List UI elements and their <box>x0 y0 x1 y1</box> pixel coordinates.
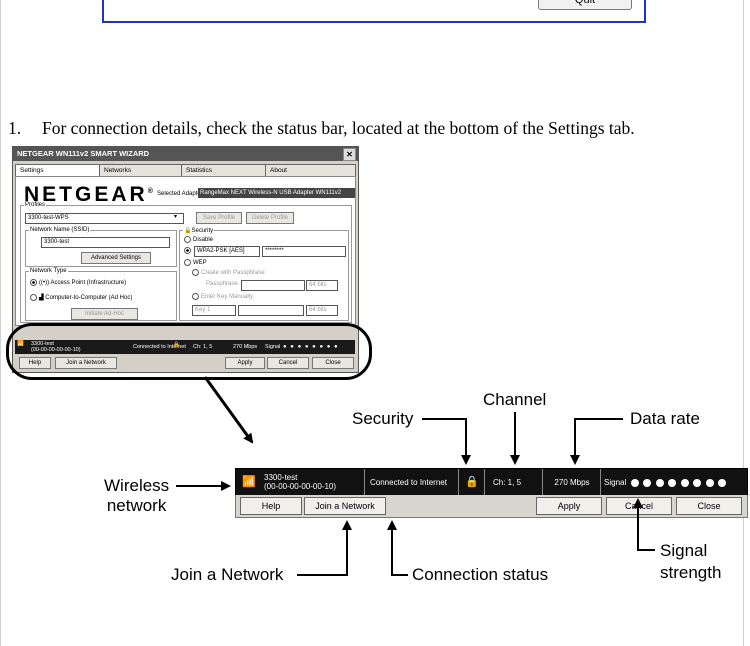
security-arrow <box>422 418 471 465</box>
zoom-arrow <box>203 376 254 444</box>
wep-passphrase-field[interactable] <box>241 280 305 291</box>
channel-small: Ch: 1, 5 <box>193 344 213 350</box>
signal-dot <box>668 478 677 487</box>
initiate-adhoc-button[interactable]: Initiate Ad-Hoc <box>71 308 138 320</box>
network-name-small: 3300-test(00-00-00-00-00-10) <box>31 341 81 353</box>
close-button[interactable]: Close <box>676 497 742 515</box>
page-border-left <box>0 0 1 646</box>
previous-dialog-fragment <box>102 0 646 23</box>
key-bits-select[interactable]: 64 bits <box>306 305 338 316</box>
step-number: 1. <box>8 118 22 138</box>
settings-panel: NETGEAR® Selected Adapter RangeMax NEXT … <box>15 176 356 326</box>
security-label: 🔒Security <box>183 227 215 234</box>
security-wpa-option[interactable] <box>184 247 193 254</box>
wep-bits-select[interactable]: 64 bits <box>306 280 338 291</box>
profiles-group <box>20 205 352 323</box>
join-network-button-small[interactable]: Join a Network <box>55 357 117 369</box>
highlight-oval <box>6 323 372 380</box>
create-passphrase-option[interactable]: Create with Passphrase <box>192 269 265 276</box>
window-titlebar: NETGEAR WN111v2 SMART WIZARD ✕ <box>13 147 358 161</box>
data-rate: 270 Mbps <box>542 469 601 496</box>
selected-adapter-value: RangeMax NEXT Wireless-N USB Adapter WN1… <box>198 188 355 198</box>
passphrase-field[interactable]: ******** <box>262 246 346 257</box>
key-select[interactable]: Key 1 <box>192 305 236 316</box>
security-disable-option[interactable]: Disable <box>184 236 213 243</box>
callout-channel: Channel <box>483 390 547 409</box>
cancel-button-small[interactable]: Cancel <box>267 357 309 369</box>
passphrase-label: Passphrase <box>206 281 238 287</box>
enter-key-manually-option[interactable]: Enter Key Manually <box>192 293 253 300</box>
signal-dot <box>630 478 639 487</box>
chevron-down-icon[interactable]: ▾ <box>174 214 178 220</box>
ssid-group <box>25 230 177 267</box>
signal-dot <box>693 478 702 487</box>
connection-status: Connected to Internet <box>364 469 470 496</box>
signal-dot <box>643 478 652 487</box>
callout-connection-status: Connection status <box>412 565 549 584</box>
instruction-step: 1. For connection details, check the stat… <box>8 118 635 139</box>
wireless-icon: ((•)) <box>39 280 50 287</box>
network-type-label: Network Type <box>29 268 68 274</box>
signal-dot <box>705 478 714 487</box>
signal-dot <box>655 478 664 487</box>
access-point-option[interactable]: ((•)) Access Point (Infrastructure) <box>30 279 126 286</box>
signal-arrow <box>633 498 655 551</box>
callout-data-rate: Data rate <box>630 409 700 428</box>
join-network-button[interactable]: Join a Network <box>304 497 386 515</box>
join-network-arrow <box>297 520 352 576</box>
delete-profile-button[interactable]: Delete Profile <box>246 212 294 224</box>
signal-dots <box>626 478 727 487</box>
close-button-small[interactable]: Close <box>312 357 354 369</box>
close-icon[interactable]: ✕ <box>343 148 356 161</box>
status-bar-enlarged: 📶 3300-test(00-00-00-00-00-10) Connected… <box>235 468 748 497</box>
ssid-label: Network Name (SSID) <box>29 227 91 233</box>
tab-about[interactable]: About <box>265 164 356 176</box>
lock-icon: 🔒 <box>458 469 485 496</box>
help-button[interactable]: Help <box>240 497 302 515</box>
callout-security: Security <box>352 409 414 428</box>
window-title: NETGEAR WN111v2 SMART WIZARD <box>17 149 150 158</box>
netgear-logo: NETGEAR® <box>24 183 156 206</box>
callout-join-a-network: Join a Network <box>171 565 284 584</box>
signal-label-small: Signal <box>265 344 281 350</box>
profiles-label: Profiles <box>24 202 47 208</box>
ssid-select[interactable]: 3300-test <box>41 237 170 248</box>
smart-wizard-window: NETGEAR WN111v2 SMART WIZARD ✕ Settings … <box>12 146 359 373</box>
security-wep-option[interactable]: WEP <box>184 259 207 266</box>
signal-strength: Signal <box>600 469 750 496</box>
network-type-group <box>25 271 177 321</box>
lock-icon: 🔒 <box>184 228 192 234</box>
page-border-right <box>743 0 744 646</box>
signal-dot <box>718 478 727 487</box>
signal-dots-small: ● ● ● ● ● ● ● ● <box>283 344 339 350</box>
network-name: 3300-test(00-00-00-00-00-10) <box>264 473 337 491</box>
signal-dot <box>680 478 689 487</box>
profile-select[interactable]: 3300-test-WPS <box>25 213 184 224</box>
quit-button[interactable]: Quit <box>538 0 632 10</box>
advanced-settings-button[interactable]: Advanced Settings <box>81 252 151 264</box>
wireless-network-icon: 📶 <box>242 476 256 488</box>
tab-strip: Settings Networks Statistics About <box>15 164 356 176</box>
computer-icon: ▟ <box>39 295 44 302</box>
save-profile-button[interactable]: Save Profile <box>196 212 242 224</box>
step-text: For connection details, check the status… <box>42 118 635 138</box>
apply-button-small[interactable]: Apply <box>225 357 265 369</box>
channel: Ch: 1, 5 <box>484 469 553 496</box>
adhoc-option[interactable]: ▟ Computer-to-Computer (Ad Hoc) <box>30 294 132 301</box>
lock-icon: 🔒 <box>173 342 180 348</box>
data-rate-small: 270 Mbps <box>233 344 258 350</box>
wpa-select[interactable]: WPA2-PSK [AES] <box>194 246 260 257</box>
apply-button[interactable]: Apply <box>536 497 602 515</box>
connection-status-arrow <box>387 520 408 576</box>
status-bar-small: 📶 3300-test(00-00-00-00-00-10) Connected… <box>15 340 355 354</box>
data-rate-arrow <box>570 418 623 465</box>
security-group <box>179 230 349 321</box>
selected-adapter-label: Selected Adapter <box>157 191 203 197</box>
connection-status-small: Connected to Internet <box>133 344 186 350</box>
key-field[interactable] <box>238 305 304 316</box>
